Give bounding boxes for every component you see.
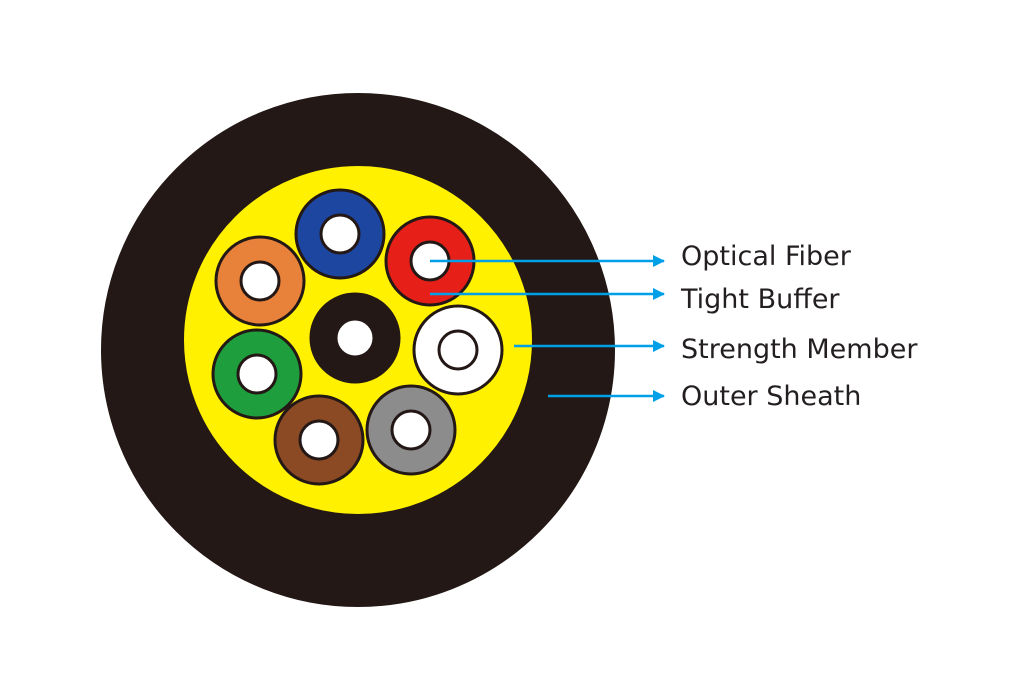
brown-fiber (273, 394, 365, 486)
orange-fiber (214, 235, 306, 327)
white-fiber (412, 304, 504, 396)
optical-fiber-core (390, 409, 432, 451)
blue-fiber (294, 188, 386, 280)
fiber-group (211, 188, 504, 486)
optical-fiber-core (334, 317, 376, 359)
center-black-fiber (309, 292, 401, 384)
green-fiber (211, 328, 303, 420)
optical-fiber-core (236, 353, 278, 395)
optical-fiber-core (437, 329, 479, 371)
strength-member-label: Strength Member (681, 334, 918, 365)
tight-buffer-label: Tight Buffer (681, 284, 840, 315)
optical-fiber-core (239, 260, 281, 302)
outer-sheath-label: Outer Sheath (681, 381, 862, 412)
optical-fiber-core (319, 213, 361, 255)
optical-fiber-core (298, 419, 340, 461)
optical-fiber-label: Optical Fiber (681, 241, 851, 272)
gray-fiber (365, 384, 457, 476)
